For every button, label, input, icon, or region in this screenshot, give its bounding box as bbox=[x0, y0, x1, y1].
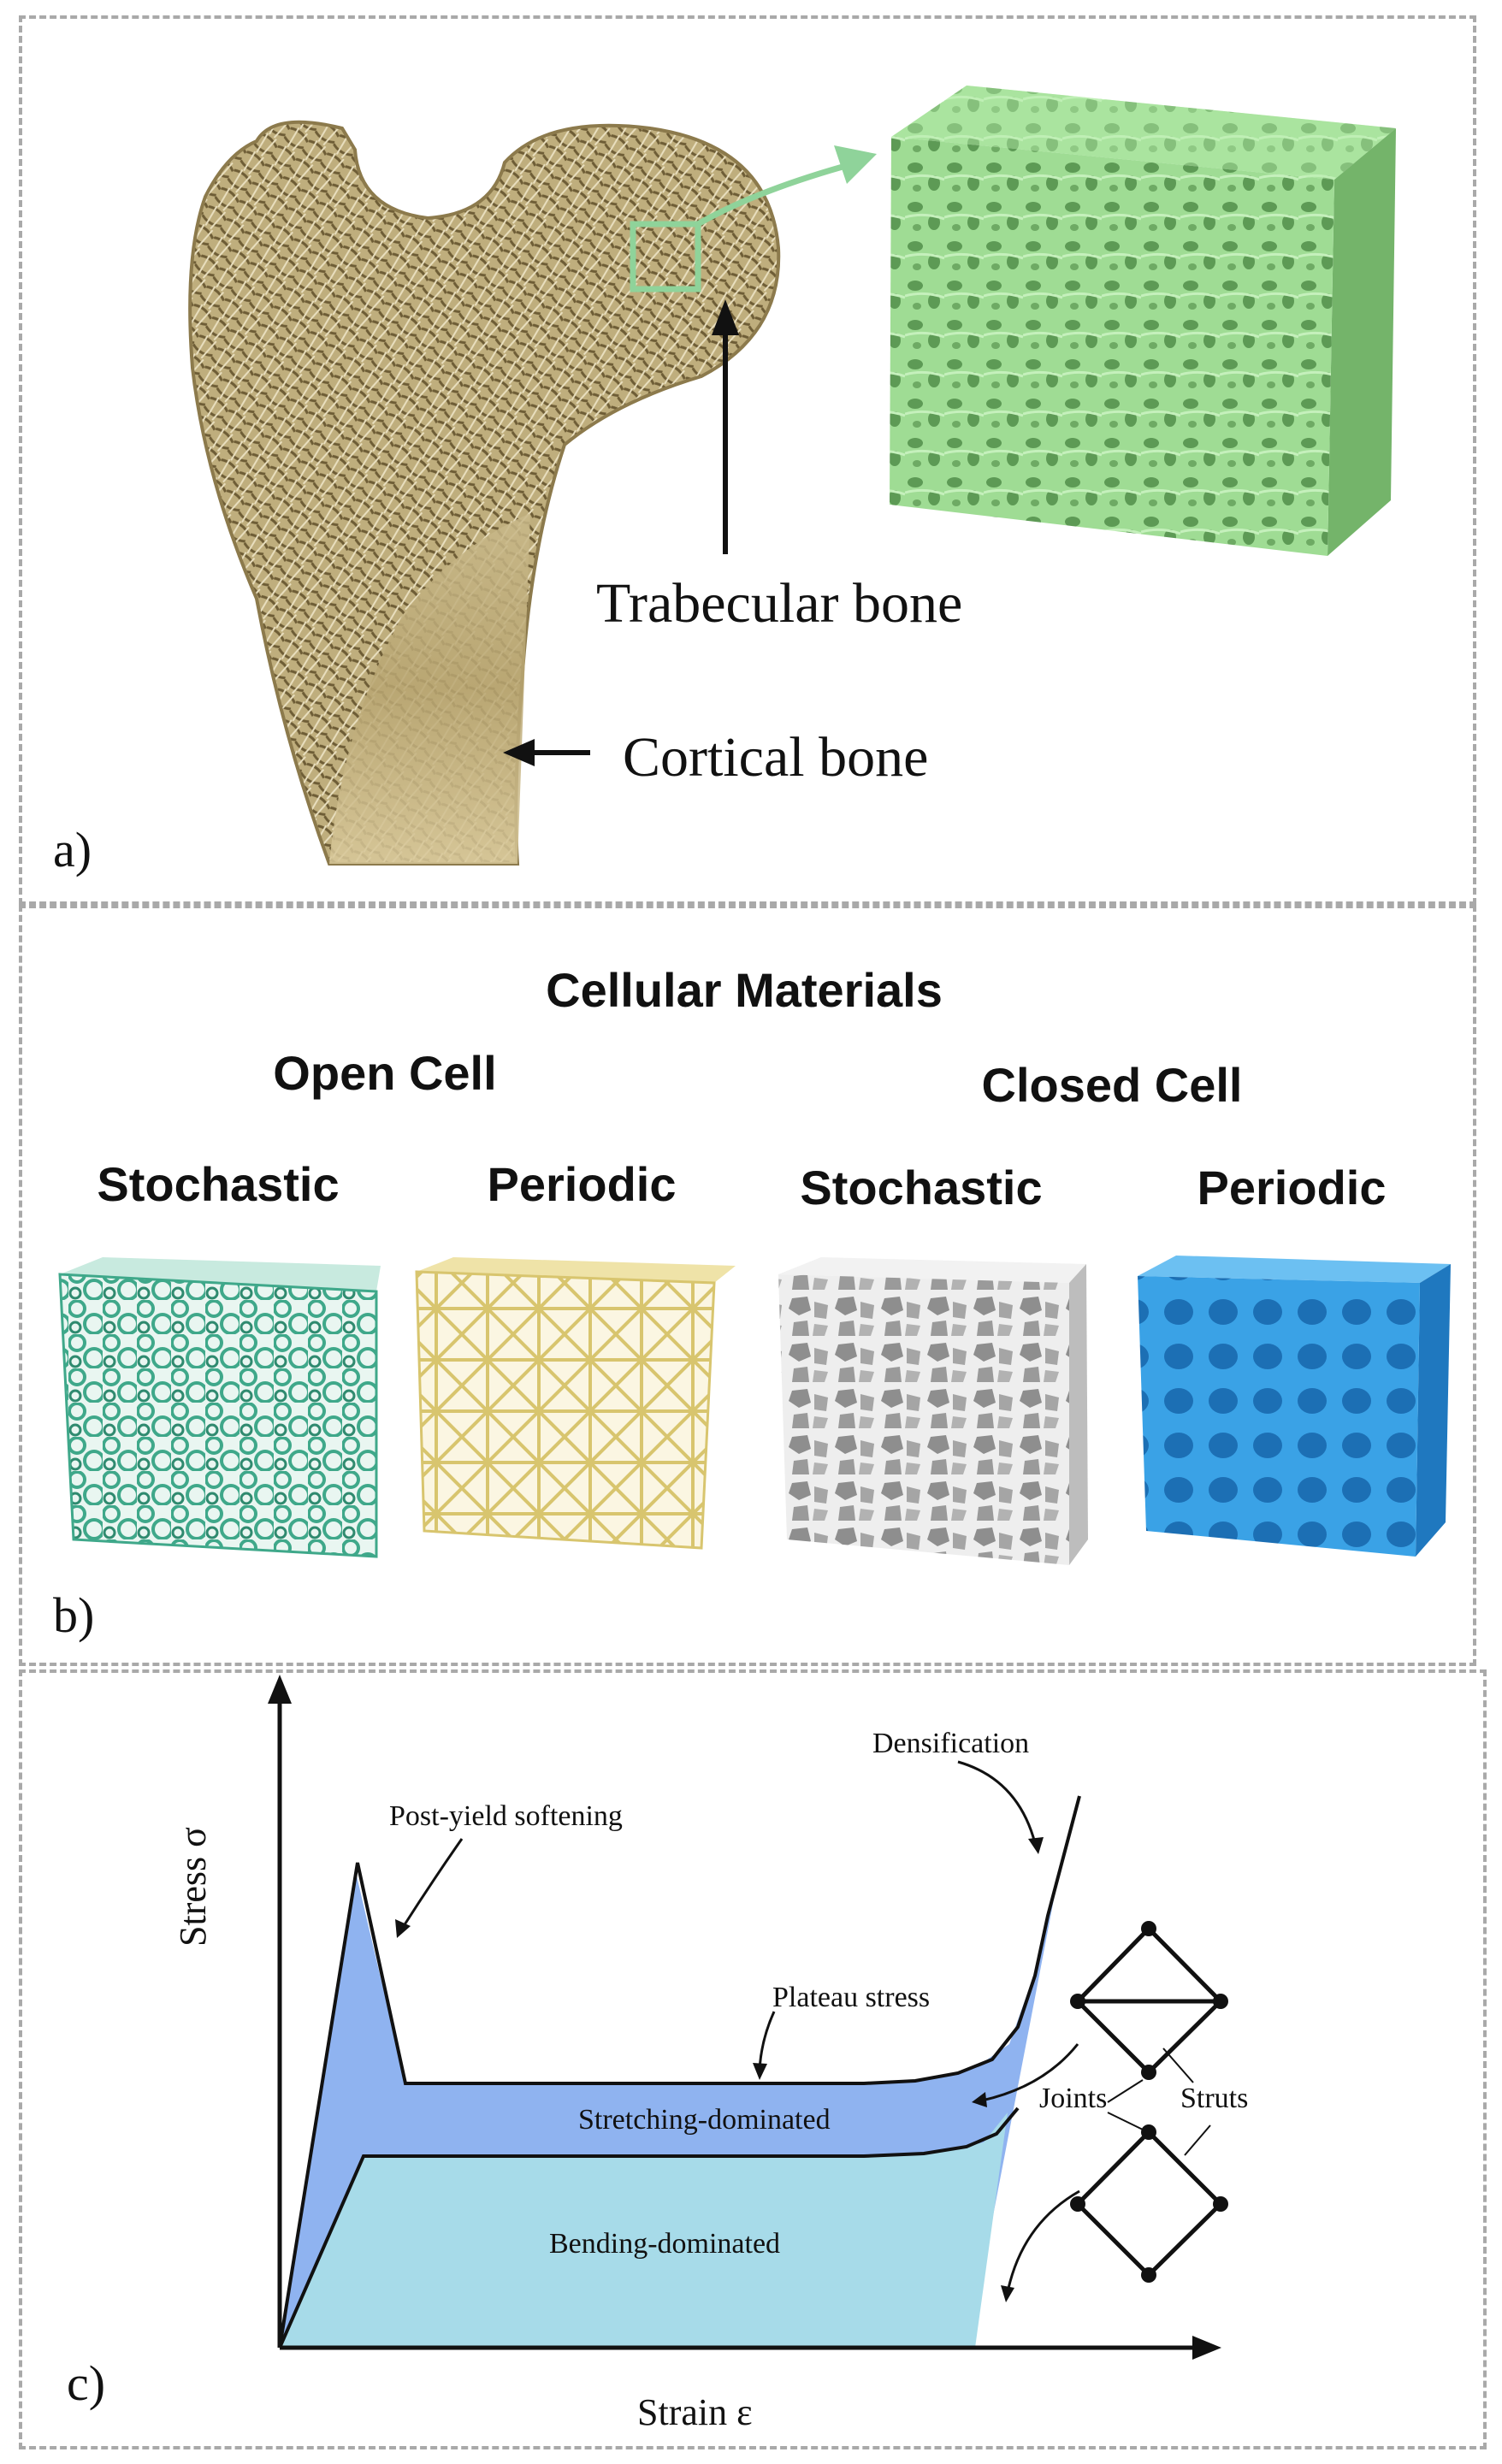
plateau-arrow bbox=[758, 2011, 776, 2071]
post-yield-arrow bbox=[400, 1838, 464, 1929]
open-cell-heading: Open Cell bbox=[273, 1046, 497, 1100]
open-periodic-cube bbox=[415, 1257, 736, 1550]
zoom-arrowhead bbox=[834, 145, 877, 184]
open-stochastic-cube bbox=[58, 1257, 381, 1558]
panel-b-letter: b) bbox=[53, 1587, 95, 1643]
category-label-open-stochastic: Stochastic bbox=[97, 1157, 340, 1211]
joints-label: Joints bbox=[1039, 2083, 1108, 2114]
category-label-open-periodic: Periodic bbox=[487, 1157, 677, 1211]
trabecular-bone-label: Trabecular bone bbox=[596, 572, 963, 635]
bending-dominated-region bbox=[280, 2112, 1008, 2348]
zoom-arrow bbox=[696, 163, 843, 227]
stretching-pointer-arrow bbox=[981, 2043, 1079, 2102]
stretching-cell-joints bbox=[1070, 1921, 1228, 2080]
stretching-curve bbox=[278, 1795, 1081, 2349]
closed-periodic-cube bbox=[1138, 1256, 1451, 1557]
joints-pointer-1 bbox=[1107, 2079, 1144, 2103]
cortical-bone-label: Cortical bone bbox=[623, 726, 929, 789]
panel-c-frame bbox=[19, 1669, 1487, 2449]
closed-cell-heading: Closed Cell bbox=[981, 1058, 1243, 1112]
struts-pointer-1 bbox=[1162, 2047, 1194, 2083]
struts-pointer-2 bbox=[1184, 2124, 1211, 2156]
closed-stochastic-cube bbox=[778, 1257, 1088, 1565]
bending-unit-cell bbox=[1074, 2129, 1224, 2278]
cellular-samples bbox=[58, 1256, 1451, 1565]
category-label-closed-stochastic: Stochastic bbox=[800, 1161, 1043, 1214]
femur-illustration bbox=[188, 86, 1396, 866]
y-axis-label: Stress σ bbox=[172, 1827, 214, 1947]
bending-dominated-label: Bending-dominated bbox=[549, 2228, 781, 2260]
category-label-closed-periodic: Periodic bbox=[1197, 1161, 1387, 1214]
plateau-stress-label: Plateau stress bbox=[772, 1982, 931, 2013]
bending-cell-joints bbox=[1070, 2124, 1228, 2283]
densification-arrow bbox=[957, 1760, 1037, 1844]
panel-a-frame bbox=[19, 15, 1476, 905]
panel-a-letter: a) bbox=[53, 822, 92, 877]
cortical-layer bbox=[329, 513, 530, 864]
stretching-unit-cell bbox=[1074, 1925, 1224, 2076]
trabecular-cube bbox=[890, 86, 1396, 556]
x-axis-label: Strain ε bbox=[637, 2391, 753, 2433]
cellular-materials-title: Cellular Materials bbox=[546, 963, 943, 1017]
densification-label: Densification bbox=[872, 1728, 1030, 1759]
trabecular-selection-box bbox=[630, 221, 701, 292]
bending-curve bbox=[278, 2107, 1020, 2349]
stretching-dominated-label: Stretching-dominated bbox=[578, 2104, 831, 2136]
post-yield-softening-label: Post-yield softening bbox=[389, 1800, 623, 1832]
joints-pointer-2 bbox=[1107, 2112, 1144, 2130]
bending-pointer-arrow bbox=[1006, 2189, 1080, 2293]
femur-shape bbox=[188, 120, 781, 866]
struts-label: Struts bbox=[1180, 2083, 1249, 2114]
panel-b-frame bbox=[19, 905, 1476, 1666]
panel-c-letter: c) bbox=[67, 2355, 106, 2411]
